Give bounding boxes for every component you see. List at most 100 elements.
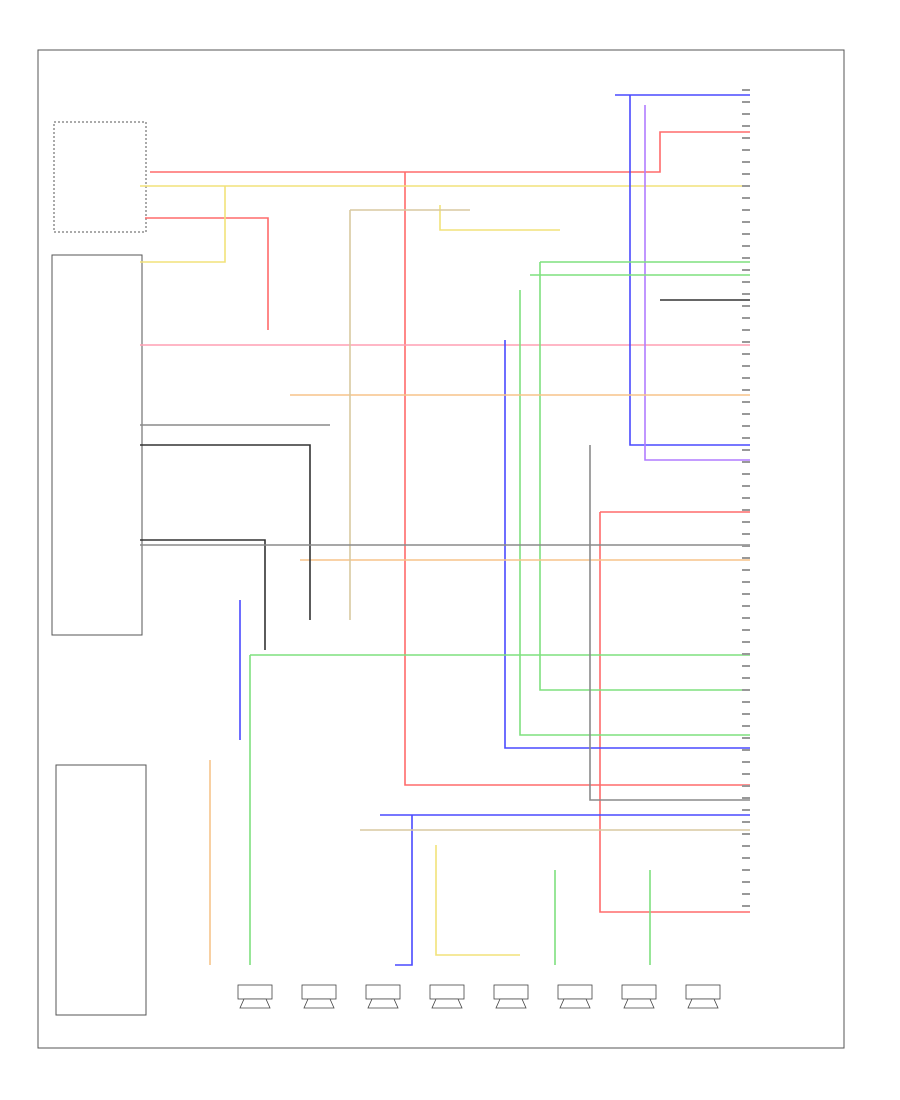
blue-speaker-wire [395,815,413,966]
connector-pin [742,389,750,391]
connector-pin [742,569,750,571]
connector-pin [742,341,750,343]
connector-pin [742,401,750,403]
green-4-wire [539,262,750,691]
red-radio-wire [145,217,269,330]
connector-pin [742,497,750,499]
connector-pin [742,101,750,103]
connector-pin [742,161,750,163]
connector-pin [742,557,750,559]
connector-pin [742,797,750,799]
connector-pin [742,581,750,583]
connector-pin [742,413,750,415]
connector-pin [742,329,750,331]
connector-pin [742,449,750,451]
connector-pin [742,365,750,367]
connector-pin [742,761,750,763]
violet-loop-wire [644,105,750,461]
radio-unit-frame [51,254,143,636]
speaker-icon [237,984,273,1009]
connector-pin [742,893,750,895]
connector-pin [742,653,750,655]
connector-pin [742,293,750,295]
gray-rear-wire [589,445,750,801]
connector-pin [742,281,750,283]
connector-pin [742,461,750,463]
connector-pin [742,305,750,307]
steering-switch-frame [55,764,147,1016]
speakers [237,984,721,1009]
connector-pin [742,737,750,739]
yellow-radio-wire [140,186,226,263]
connector-pin [742,125,750,127]
connector-pin [742,473,750,475]
connector-pin [742,845,750,847]
connector-pin [742,689,750,691]
connector-pin [742,437,750,439]
connector-pin [742,353,750,355]
connector-pin [742,221,750,223]
connector-pin [742,749,750,751]
connector-pin [742,197,750,199]
connector-pin [742,509,750,511]
connector-pin [742,113,750,115]
connector-pin [742,545,750,547]
speaker-icon [621,984,657,1009]
connector-pin [742,677,750,679]
black-2-wire [140,539,266,650]
connector-pin [742,425,750,427]
speaker-icon [493,984,529,1009]
speaker-icon [557,984,593,1009]
green-3-wire [519,290,750,736]
connector-pin [742,149,750,151]
connector-pin [742,809,750,811]
yellow-switch-wire [439,205,560,231]
speaker-icon [365,984,401,1009]
yellow-box-wire [435,845,520,956]
connector-pin [742,785,750,787]
connector-pin [742,173,750,175]
connector-pin [742,629,750,631]
connector-pin [742,857,750,859]
connector-pin [742,821,750,823]
connector-pin [742,833,750,835]
speaker-icon [685,984,721,1009]
connector-pin [742,593,750,595]
diagram-frame [37,49,845,1049]
connector-pin [742,701,750,703]
connector-pin [742,881,750,883]
connector-pin [742,377,750,379]
connector-pin [742,725,750,727]
connector-pin [742,533,750,535]
connector-pin [742,773,750,775]
connector-pin [742,485,750,487]
connector-pin [742,137,750,139]
connector-pin [742,269,750,271]
connector-pin [742,713,750,715]
red-vertical-wire [404,172,750,786]
battery-junction-box-frame [53,121,147,233]
wires [140,94,750,966]
connector-pin [742,665,750,667]
connector-pin [742,869,750,871]
red-rear-wire [599,512,750,913]
connector-pin [742,641,750,643]
red-feed-wire [150,131,750,173]
blue-loop-wire [629,95,750,446]
connector-pin [742,233,750,235]
labels [742,89,750,907]
speaker-icon [301,984,337,1009]
connector-pin [742,521,750,523]
connector-pin [742,605,750,607]
connector-pin [742,317,750,319]
speaker-icon [429,984,465,1009]
connector-pin [742,617,750,619]
connector-pin [742,905,750,907]
connector-pin [742,185,750,187]
connector-pin [742,245,750,247]
connector-pin [742,209,750,211]
connector-pin [742,89,750,91]
connector-pin [742,257,750,259]
blue-mid-wire [504,340,750,749]
